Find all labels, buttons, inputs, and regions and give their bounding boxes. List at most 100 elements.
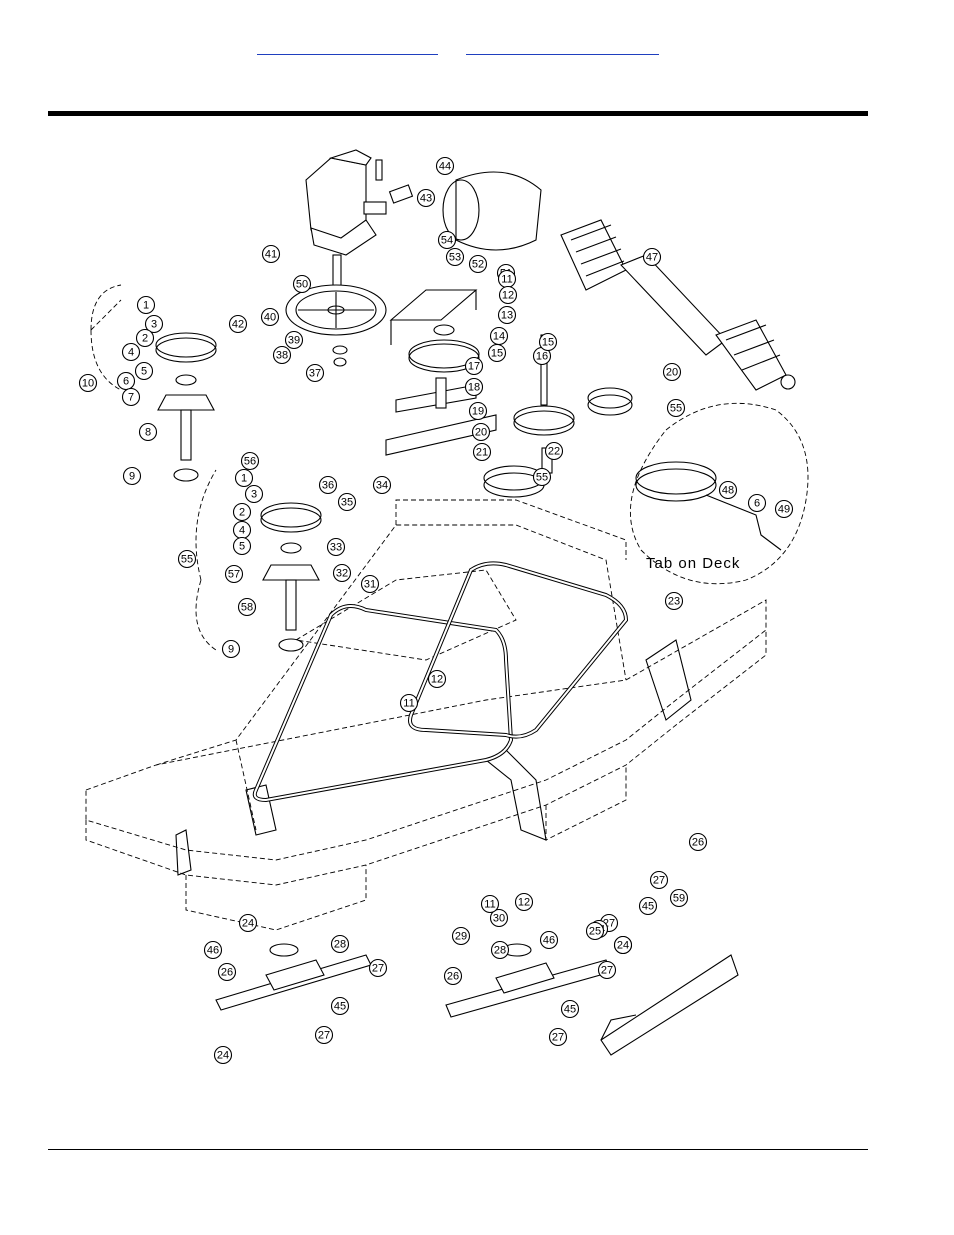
callout-number: 30 bbox=[493, 913, 505, 925]
callout-number: 5 bbox=[141, 366, 147, 378]
callout-41: 41 bbox=[261, 244, 281, 264]
callout-number: 20 bbox=[475, 427, 487, 439]
callout-3: 3 bbox=[244, 484, 264, 504]
callout-number: 45 bbox=[642, 901, 654, 913]
callout-number: 11 bbox=[484, 899, 495, 911]
callout-6: 6 bbox=[116, 371, 136, 391]
callout-number: 35 bbox=[341, 497, 353, 509]
callout-number: 6 bbox=[123, 376, 129, 388]
callout-15: 15 bbox=[487, 343, 507, 363]
callout-number: 44 bbox=[439, 161, 451, 173]
callout-layer: 1324567891041424344504039383754535251111… bbox=[78, 156, 794, 1065]
callout-38: 38 bbox=[272, 345, 292, 365]
callout-54: 54 bbox=[437, 230, 457, 250]
callout-44: 44 bbox=[435, 156, 455, 176]
callout-2: 2 bbox=[232, 502, 252, 522]
callout-4: 4 bbox=[121, 342, 141, 362]
callout-12: 12 bbox=[498, 285, 518, 305]
callout-21: 21 bbox=[472, 442, 492, 462]
callout-22: 22 bbox=[544, 441, 564, 461]
callout-number: 18 bbox=[468, 382, 480, 394]
callout-number: 56 bbox=[244, 456, 256, 468]
callout-number: 59 bbox=[673, 893, 685, 905]
callout-number: 41 bbox=[265, 249, 277, 261]
callout-45: 45 bbox=[638, 896, 658, 916]
callout-number: 46 bbox=[207, 945, 219, 957]
callout-46: 46 bbox=[539, 930, 559, 950]
callout-number: 29 bbox=[455, 931, 467, 943]
callout-4: 4 bbox=[232, 520, 252, 540]
callout-58: 58 bbox=[237, 597, 257, 617]
callout-5: 5 bbox=[134, 361, 154, 381]
callout-number: 40 bbox=[264, 312, 276, 324]
callout-number: 42 bbox=[232, 319, 244, 331]
callout-56: 56 bbox=[240, 451, 260, 471]
callout-number: 32 bbox=[336, 568, 348, 580]
callout-number: 27 bbox=[653, 875, 665, 887]
callout-11: 11 bbox=[497, 269, 517, 289]
callout-32: 32 bbox=[332, 563, 352, 583]
callout-number: 46 bbox=[543, 935, 555, 947]
callout-7: 7 bbox=[121, 387, 141, 407]
callout-number: 26 bbox=[221, 967, 233, 979]
callout-48: 48 bbox=[718, 480, 738, 500]
callout-number: 55 bbox=[670, 403, 682, 415]
callout-6: 6 bbox=[747, 493, 767, 513]
callout-number: 15 bbox=[491, 348, 503, 360]
callout-45: 45 bbox=[330, 996, 350, 1016]
callout-number: 28 bbox=[334, 939, 346, 951]
callout-28: 28 bbox=[490, 940, 510, 960]
callout-number: 21 bbox=[476, 447, 488, 459]
callout-number: 13 bbox=[501, 310, 513, 322]
callout-number: 26 bbox=[447, 971, 459, 983]
callout-number: 1 bbox=[241, 473, 247, 485]
callout-50: 50 bbox=[292, 274, 312, 294]
callout-27: 27 bbox=[368, 958, 388, 978]
callout-40: 40 bbox=[260, 307, 280, 327]
detail-inset: Tab on Deck bbox=[629, 402, 809, 585]
callout-15: 15 bbox=[538, 332, 558, 352]
callout-number: 55 bbox=[181, 554, 193, 566]
callout-27: 27 bbox=[548, 1027, 568, 1047]
callout-13: 13 bbox=[497, 305, 517, 325]
callout-number: 28 bbox=[494, 945, 506, 957]
callout-17: 17 bbox=[464, 356, 484, 376]
callout-9: 9 bbox=[221, 639, 241, 659]
callout-29: 29 bbox=[451, 926, 471, 946]
callout-3: 3 bbox=[144, 314, 164, 334]
callout-27: 27 bbox=[597, 960, 617, 980]
callout-8: 8 bbox=[138, 422, 158, 442]
callout-1: 1 bbox=[234, 468, 254, 488]
callout-number: 2 bbox=[142, 333, 148, 345]
nav-link-previous[interactable] bbox=[257, 50, 438, 55]
pto-driveshaft bbox=[560, 219, 796, 391]
callout-59: 59 bbox=[669, 888, 689, 908]
callout-24: 24 bbox=[238, 913, 258, 933]
callout-number: 53 bbox=[449, 252, 461, 264]
callout-number: 54 bbox=[441, 235, 453, 247]
callout-24: 24 bbox=[213, 1045, 233, 1065]
nav-link-next[interactable] bbox=[466, 50, 659, 55]
mower-deck bbox=[85, 499, 767, 931]
callout-55: 55 bbox=[532, 467, 552, 487]
callout-45: 45 bbox=[560, 999, 580, 1019]
callout-number: 19 bbox=[472, 406, 484, 418]
callout-number: 2 bbox=[239, 507, 245, 519]
callout-number: 5 bbox=[239, 541, 245, 553]
callout-number: 14 bbox=[493, 331, 505, 343]
callout-26: 26 bbox=[443, 966, 463, 986]
callout-55: 55 bbox=[177, 549, 197, 569]
callout-34: 34 bbox=[372, 475, 392, 495]
callout-12: 12 bbox=[514, 892, 534, 912]
callout-47: 47 bbox=[642, 247, 662, 267]
callout-number: 45 bbox=[564, 1004, 576, 1016]
callout-30: 30 bbox=[489, 908, 509, 928]
callout-26: 26 bbox=[688, 832, 708, 852]
callout-35: 35 bbox=[337, 492, 357, 512]
callout-49: 49 bbox=[774, 499, 794, 519]
callout-number: 24 bbox=[617, 940, 629, 952]
inset-label: Tab on Deck bbox=[646, 555, 740, 572]
callout-number: 50 bbox=[296, 279, 308, 291]
callout-number: 1 bbox=[143, 300, 149, 312]
callout-16: 16 bbox=[532, 346, 552, 366]
